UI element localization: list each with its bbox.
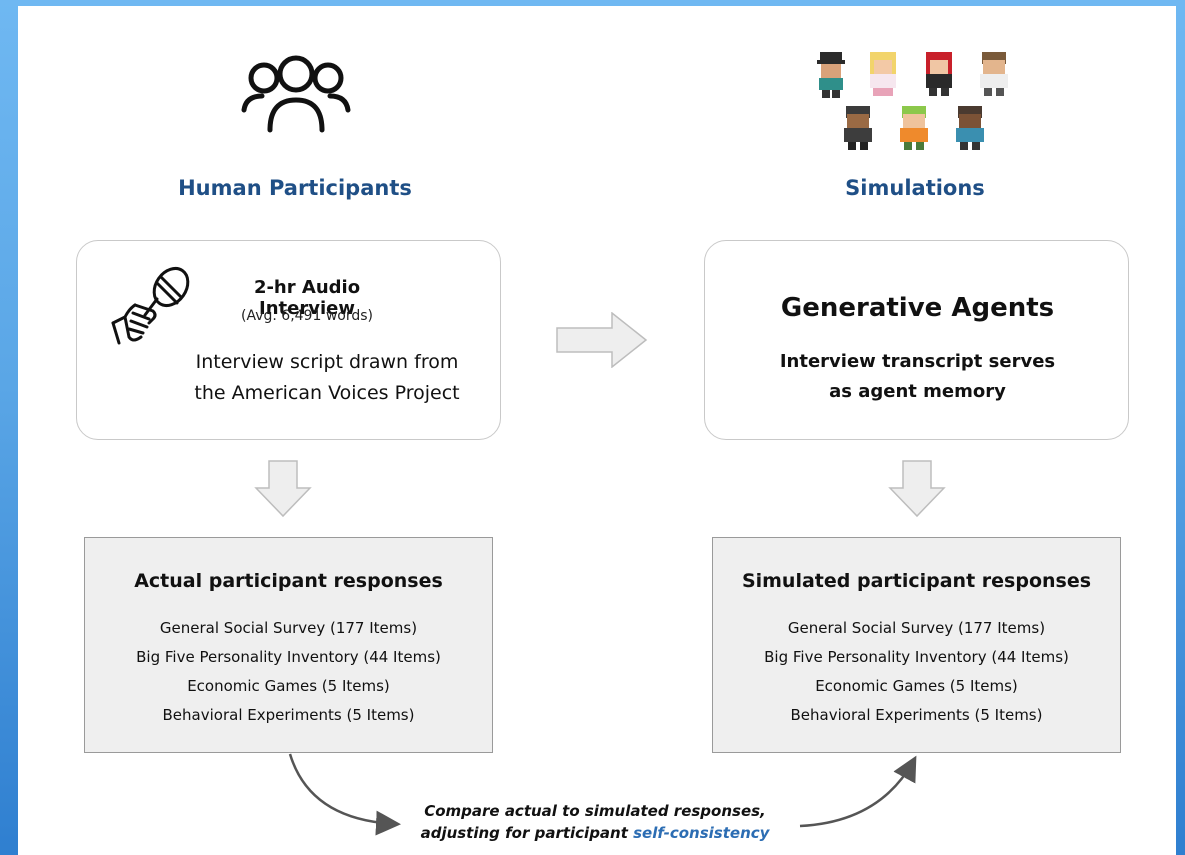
compare-line-2-prefix: adjusting for participant	[420, 824, 634, 842]
list-item: Behavioral Experiments (5 Items)	[162, 706, 415, 724]
actual-responses-title: Actual participant responses	[134, 570, 443, 592]
pixel-avatar-icon	[844, 106, 872, 150]
people-group-icon	[241, 55, 351, 133]
script-line-1: Interview script drawn from	[195, 351, 459, 373]
list-item: Big Five Personality Inventory (44 Items…	[764, 648, 1069, 666]
memory-line-2: as agent memory	[829, 381, 1006, 402]
pixel-avatar-icon	[817, 52, 845, 98]
generative-agents-box: Generative Agents Interview transcript s…	[704, 240, 1129, 440]
arrow-right-icon	[556, 312, 648, 368]
curved-arrow-right	[799, 755, 917, 828]
pixel-avatar-icon	[900, 106, 928, 150]
audio-interview-box: 2-hr Audio Interview (Avg. 6,491 words) …	[76, 240, 501, 440]
list-item: Behavioral Experiments (5 Items)	[790, 706, 1043, 724]
interview-subtitle: (Avg. 6,491 words)	[241, 308, 373, 324]
list-item: General Social Survey (177 Items)	[787, 619, 1046, 637]
compare-line-1: Compare actual to simulated responses,	[424, 802, 766, 820]
actual-responses-box: Actual participant responses General Soc…	[84, 537, 493, 753]
interview-title: 2-hr Audio Interview	[253, 277, 361, 319]
script-line-2: the American Voices Project	[194, 382, 460, 404]
self-consistency-highlight: self-consistency	[633, 824, 770, 842]
simulations-heading: Simulations	[845, 176, 985, 200]
compare-caption: Compare actual to simulated responses, a…	[400, 800, 790, 844]
arrow-down-icon	[254, 460, 312, 518]
list-item: General Social Survey (177 Items)	[159, 619, 418, 637]
list-item: Big Five Personality Inventory (44 Items…	[136, 648, 441, 666]
agents-title: Generative Agents	[780, 293, 1055, 323]
list-item: Economic Games (5 Items)	[187, 677, 390, 695]
pixel-avatar-icon	[956, 106, 984, 150]
compare-arrows	[288, 753, 917, 836]
list-item: Economic Games (5 Items)	[815, 677, 1018, 695]
pixel-avatar-icon	[870, 52, 896, 96]
simulated-responses-title: Simulated participant responses	[741, 570, 1092, 592]
avatar-group	[810, 48, 1025, 158]
arrow-down-icon	[888, 460, 946, 518]
microphone-hand-icon	[111, 266, 190, 345]
curved-arrow-left	[288, 753, 401, 836]
pixel-avatar-icon	[926, 52, 952, 96]
simulated-responses-box: Simulated participant responses General …	[712, 537, 1121, 753]
memory-line-1: Interview transcript serves	[779, 351, 1056, 372]
compare-line-2: adjusting for participant self-consisten…	[400, 822, 790, 844]
pixel-avatar-icon	[980, 52, 1008, 96]
human-participants-heading: Human Participants	[178, 176, 412, 200]
